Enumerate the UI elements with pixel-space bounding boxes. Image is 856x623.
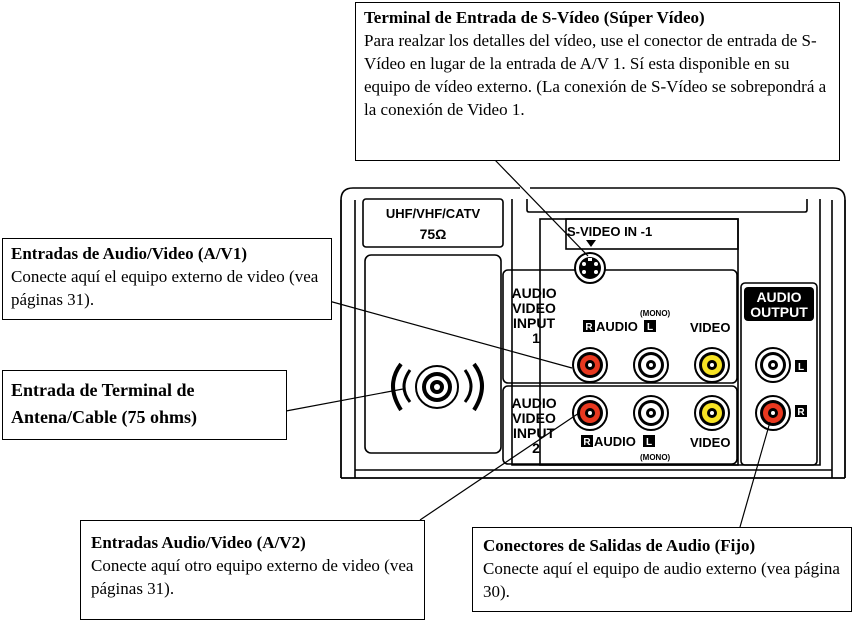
mono-label-1: (MONO): [640, 309, 671, 318]
r-badge-1: R: [585, 322, 593, 333]
video-word-2: VIDEO: [690, 435, 730, 450]
input2-video-jack[interactable]: [694, 395, 730, 431]
av1-callout-title: Entradas de Audio/Video (A/V1): [11, 244, 247, 263]
av1-callout-text: Conecte aquí el equipo externo de video …: [11, 267, 319, 309]
input2-label: AUDIO VIDEO INPUT 2: [511, 395, 560, 456]
av1-callout: Entradas de Audio/Video (A/V1) Conecte a…: [2, 238, 332, 320]
l-badge-1: L: [647, 322, 653, 333]
mono-label-2: (MONO): [640, 453, 671, 462]
audio-word-2: AUDIO: [594, 434, 636, 449]
svideo-callout-title: Terminal de Entrada de S-Vídeo (Súper Ví…: [364, 8, 705, 27]
antenna-connector[interactable]: [391, 362, 484, 412]
l-badge-2: L: [646, 437, 652, 448]
audio-output-l-jack[interactable]: [755, 347, 791, 383]
antenna-callout-title: Entrada de Terminal de Antena/Cable (75 …: [11, 380, 198, 427]
output-label-1: AUDIO: [756, 289, 801, 305]
r-badge-2: R: [583, 437, 591, 448]
input1-audio-l-jack[interactable]: [633, 347, 669, 383]
input1-label: AUDIO VIDEO INPUT 1: [511, 285, 560, 346]
input2-audio-r-jack[interactable]: [572, 395, 608, 431]
out-l-badge: L: [798, 362, 804, 373]
antenna-label-2: 75Ω: [420, 226, 447, 242]
antenna-callout: Entrada de Terminal de Antena/Cable (75 …: [2, 370, 287, 440]
audio-word-1: AUDIO: [596, 319, 638, 334]
input1-audio-r-jack[interactable]: [572, 347, 608, 383]
svideo-connector[interactable]: [574, 252, 606, 284]
svideo-callout: Terminal de Entrada de S-Vídeo (Súper Ví…: [355, 2, 840, 161]
av2-callout: Entradas Audio/Video (A/V2) Conecte aquí…: [80, 520, 425, 620]
audio-output-r-jack[interactable]: [755, 395, 791, 431]
video-word-1: VIDEO: [690, 320, 730, 335]
antenna-label-1: UHF/VHF/CATV: [386, 206, 481, 221]
output-label-2: OUTPUT: [750, 304, 808, 320]
out-r-badge: R: [797, 407, 805, 418]
audio-output-callout-title: Conectores de Salidas de Audio (Fijo): [483, 536, 756, 555]
svideo-label: S-VIDEO IN -1: [567, 224, 652, 239]
svideo-callout-text: Para realzar los detalles del vídeo, use…: [364, 31, 827, 119]
input2-audio-l-jack[interactable]: [633, 395, 669, 431]
audio-output-callout-text: Conecte aquí el equipo de audio externo …: [483, 559, 840, 601]
av2-callout-title: Entradas Audio/Video (A/V2): [91, 533, 306, 552]
input1-video-jack[interactable]: [694, 347, 730, 383]
audio-output-callout: Conectores de Salidas de Audio (Fijo) Co…: [472, 527, 852, 612]
av2-callout-text: Conecte aquí otro equipo externo de vide…: [91, 556, 414, 598]
